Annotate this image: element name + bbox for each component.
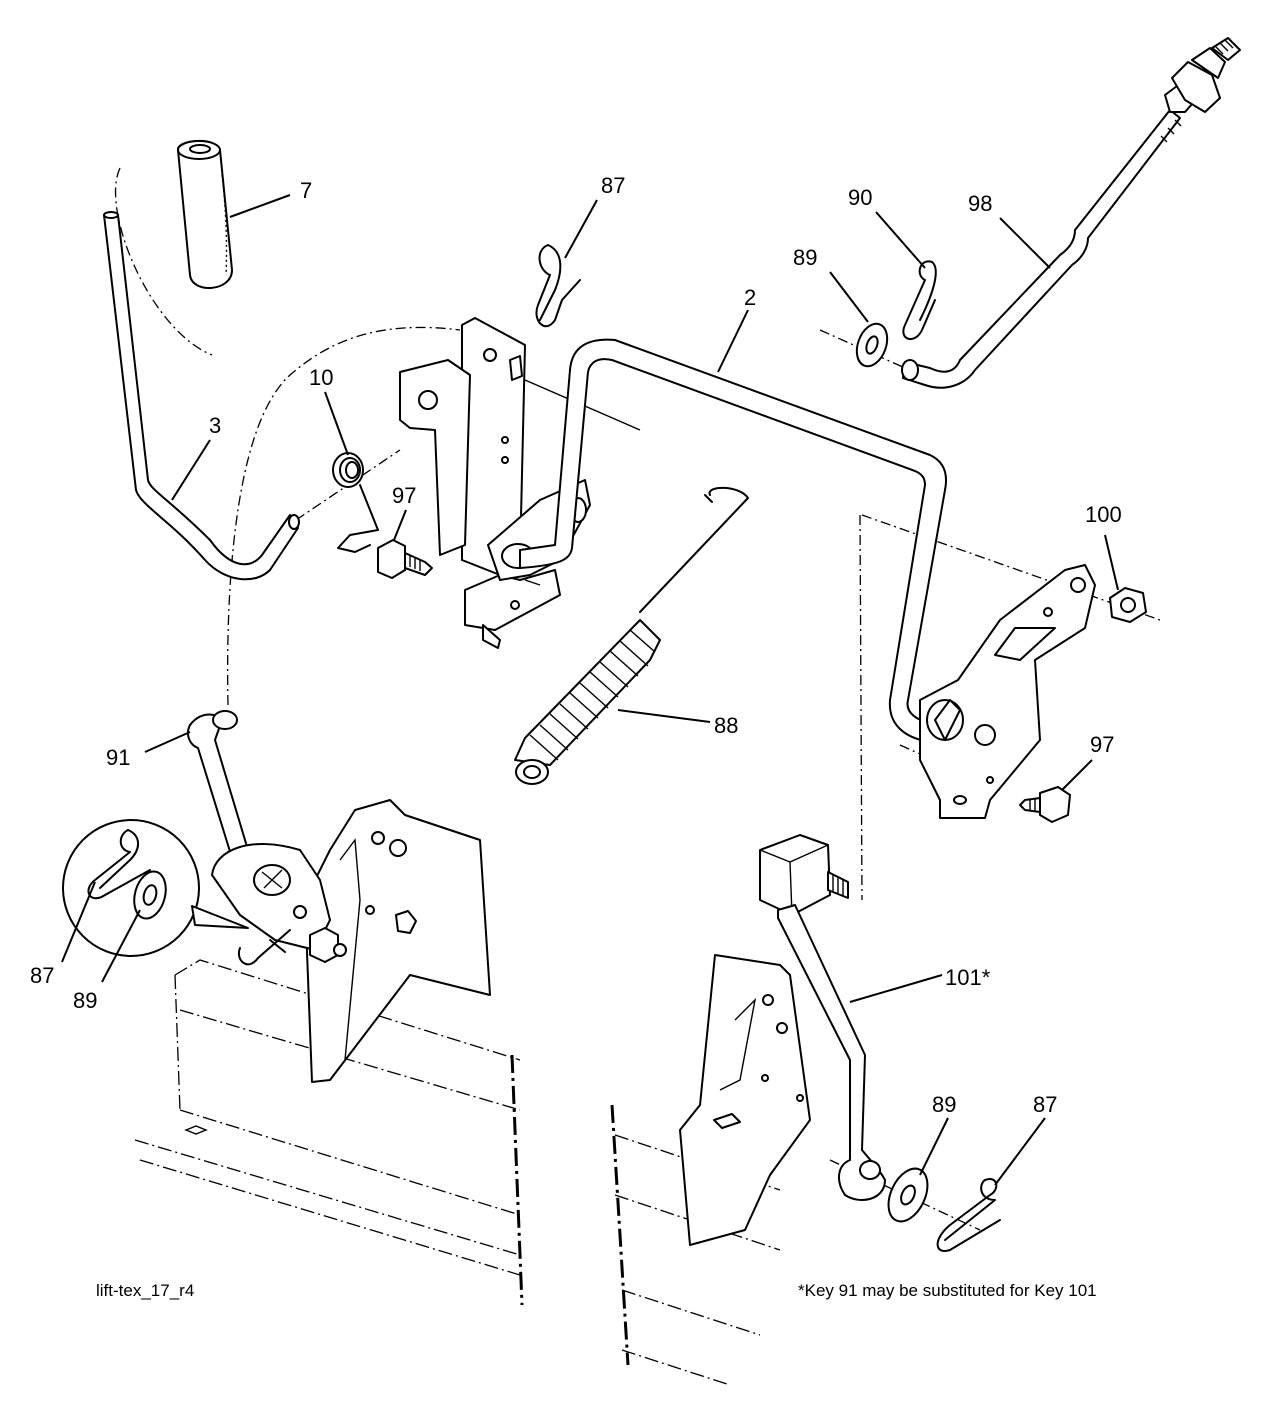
lift-link-left <box>187 710 331 951</box>
pivot-bracket <box>399 317 641 649</box>
right-lift-bracket <box>919 564 1096 819</box>
hairpin-clip-detail <box>87 829 151 900</box>
label-key-97-left: 97 <box>392 483 416 508</box>
label-key-89-bottom: 89 <box>932 1092 956 1117</box>
lift-lever <box>103 211 300 581</box>
leader-lines <box>61 194 1119 1186</box>
flange-bolt-right <box>1019 786 1071 823</box>
label-key-90: 90 <box>848 185 872 210</box>
label-key-88: 88 <box>714 713 738 738</box>
label-key-10: 10 <box>309 365 333 390</box>
label-key-87-left: 87 <box>30 963 54 988</box>
right-deck-bracket <box>679 954 811 1246</box>
drawing-id: lift-tex_17_r4 <box>96 1281 194 1300</box>
label-key-91: 91 <box>106 745 130 770</box>
flat-washer-detail <box>133 870 167 920</box>
mower-deck-outline <box>134 959 781 1386</box>
label-key-97-right: 97 <box>1090 732 1114 757</box>
flat-washer-bottom <box>887 1167 929 1223</box>
label-key-89-left: 89 <box>73 988 97 1013</box>
extension-spring <box>514 486 749 785</box>
detail-callout <box>62 819 249 957</box>
label-key-87-bottom: 87 <box>1033 1092 1057 1117</box>
left-deck-bracket <box>304 799 491 1083</box>
flange-bolt-left <box>377 539 433 579</box>
hairpin-clip-center <box>535 244 581 328</box>
lift-link-nut <box>237 927 347 966</box>
lift-rod <box>519 338 948 743</box>
hairpin-clip-bottom <box>936 1178 1001 1252</box>
label-key-87-top: 87 <box>601 173 625 198</box>
label-key-3: 3 <box>209 413 221 438</box>
label-key-2: 2 <box>744 285 756 310</box>
label-key-7: 7 <box>300 178 312 203</box>
hairpin-clip-top <box>902 260 937 340</box>
handle-grip <box>177 139 233 289</box>
part-labels: 7 87 90 98 89 2 10 3 97 100 97 91 88 101… <box>30 173 1122 1117</box>
torsion-spring <box>332 452 379 553</box>
substitution-note: *Key 91 may be substituted for Key 101 <box>798 1281 1097 1300</box>
label-key-98: 98 <box>968 191 992 216</box>
lift-link-right <box>759 834 886 1201</box>
label-key-100: 100 <box>1085 502 1122 527</box>
adjustment-rod <box>901 37 1241 389</box>
footer: lift-tex_17_r4 *Key 91 may be substitute… <box>96 1281 1097 1300</box>
label-key-101: 101* <box>945 965 991 990</box>
label-key-89-top: 89 <box>793 245 817 270</box>
flat-washer-top <box>855 322 889 368</box>
hex-nut <box>1109 587 1147 623</box>
